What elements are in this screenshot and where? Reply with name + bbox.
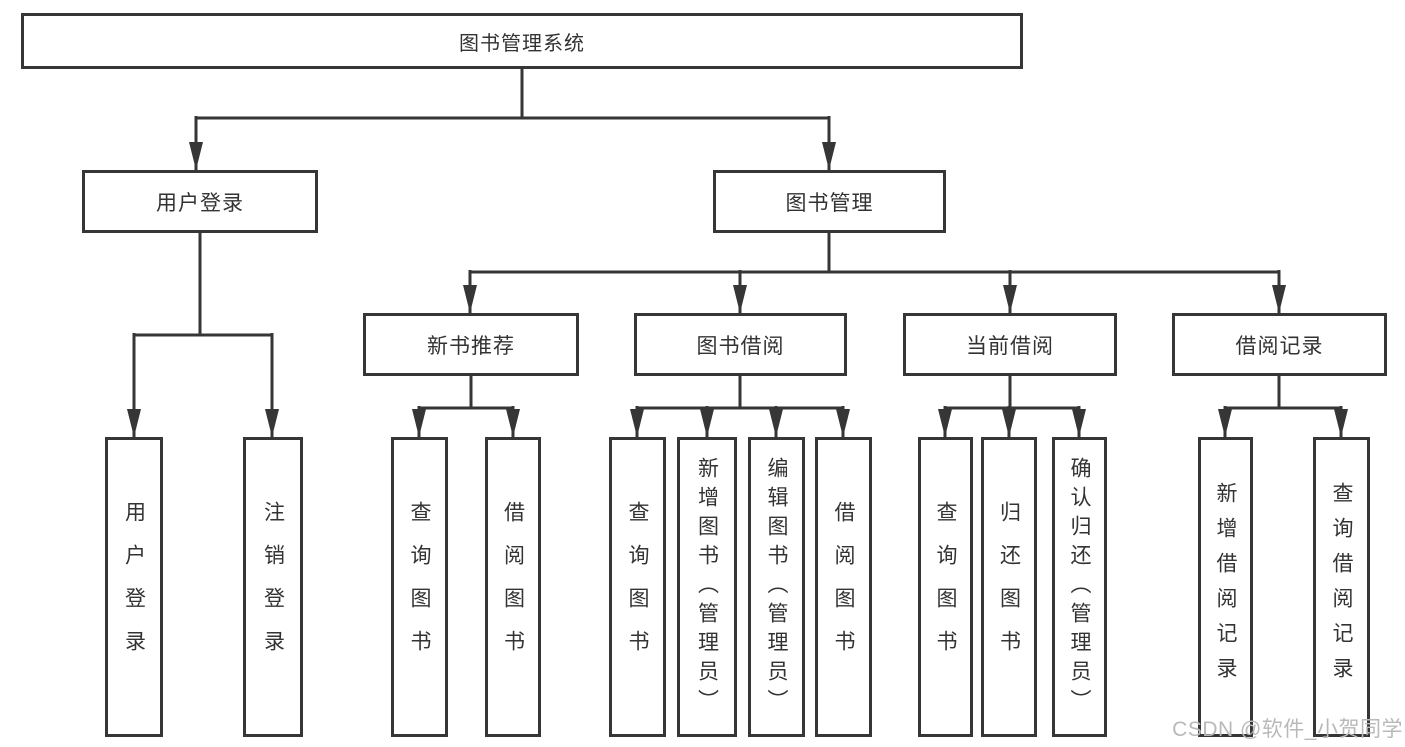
leaf-label: 查询借阅记录: [1330, 482, 1353, 692]
node-root: 图书管理系统: [21, 13, 1023, 69]
leaf-add-borrow-record: 新增借阅记录: [1198, 437, 1253, 737]
leaf-label: 新增图书（管理员）: [695, 456, 719, 718]
leaf-confirm-return-admin: 确认归还（管理员）: [1052, 437, 1107, 737]
leaf-return-books: 归还图书: [981, 437, 1037, 737]
node-book-management: 图书管理: [713, 170, 946, 233]
leaf-label: 确认归还（管理员）: [1068, 456, 1091, 718]
leaf-query-books-3: 查询图书: [918, 437, 973, 737]
node-book-borrow: 图书借阅: [634, 313, 847, 376]
leaf-query-books: 查询图书: [391, 437, 448, 737]
leaf-label: 借阅图书: [832, 501, 855, 673]
leaf-label: 注销登录: [261, 501, 285, 673]
connector-book-mgmt-split: [470, 233, 1279, 274]
leaf-label: 归还图书: [997, 501, 1021, 673]
node-borrow-record: 借阅记录: [1172, 313, 1387, 376]
connector-user-login-split: [134, 233, 272, 337]
leaf-borrow-books: 借阅图书: [485, 437, 541, 737]
leaf-edit-books-admin: 编辑图书（管理员）: [748, 437, 805, 737]
leaf-label: 查询图书: [626, 501, 649, 673]
leaf-label: 查询图书: [934, 501, 957, 673]
leaf-label: 借阅图书: [501, 501, 525, 673]
connector-borrow-record-split: [1225, 376, 1341, 410]
connector-book-borrow-split: [637, 376, 843, 410]
node-current-borrow: 当前借阅: [903, 313, 1117, 376]
leaf-label: 用户登录: [122, 501, 146, 673]
connector-current-borrow-split: [945, 376, 1079, 410]
connector-root-split: [196, 69, 829, 120]
node-user-login: 用户登录: [82, 170, 318, 233]
leaf-label: 新增借阅记录: [1214, 482, 1237, 692]
csdn-watermark: CSDN @软件_小贺同学: [1172, 718, 1403, 741]
node-new-book-recommend: 新书推荐: [363, 313, 579, 376]
leaf-user-login: 用户登录: [105, 437, 163, 737]
leaf-add-books-admin: 新增图书（管理员）: [677, 437, 737, 737]
leaf-query-books-2: 查询图书: [609, 437, 666, 737]
leaf-label: 查询图书: [408, 501, 431, 673]
connector-new-book-split: [419, 376, 513, 410]
leaf-borrow-books-2: 借阅图书: [815, 437, 872, 737]
leaf-logout: 注销登录: [243, 437, 303, 737]
leaf-label: 编辑图书（管理员）: [765, 456, 788, 718]
leaf-query-borrow-record: 查询借阅记录: [1313, 437, 1370, 737]
